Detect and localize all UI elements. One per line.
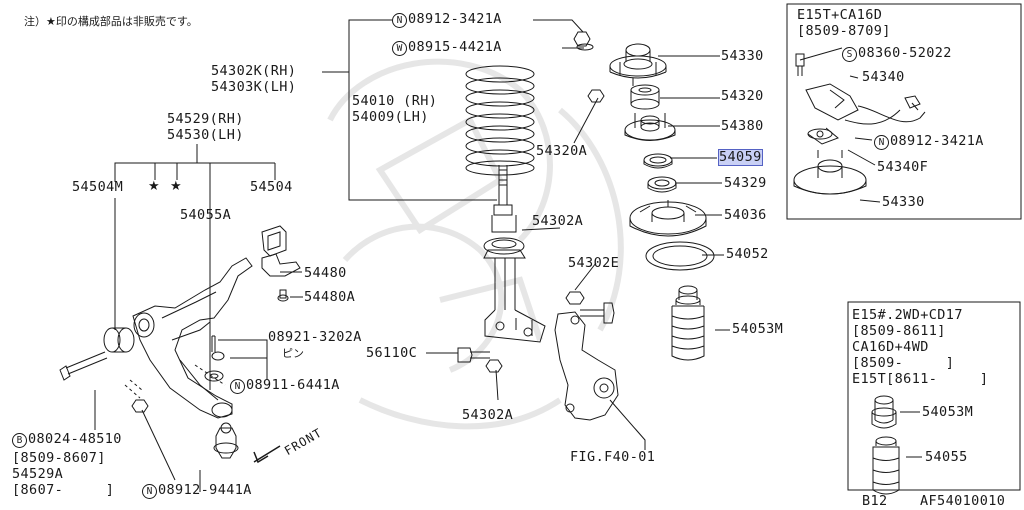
label-54055A: 54055A bbox=[180, 207, 232, 223]
label-pin: ピン bbox=[282, 347, 304, 360]
label-fig-f40-01[interactable]: FIG.F40-01 bbox=[570, 449, 656, 465]
washer-symbol: W bbox=[392, 41, 407, 56]
inset-top-title-1: E15T+CA16D bbox=[797, 7, 883, 23]
nut-symbol: N bbox=[142, 484, 157, 499]
label-54052: 54052 bbox=[726, 246, 769, 262]
nut-symbol: N bbox=[392, 13, 407, 28]
footer-code-right: AF54010010 bbox=[920, 493, 1006, 509]
screw-symbol: S bbox=[842, 47, 857, 62]
inset-bottom-line-4: [8509- ] bbox=[852, 355, 955, 371]
inset-label-54055: 54055 bbox=[925, 449, 968, 465]
label-date-8509-8607: [8509-8607] bbox=[12, 450, 106, 466]
label-54053M: 54053M bbox=[732, 321, 784, 337]
label-54480: 54480 bbox=[304, 265, 347, 281]
label-54480A: 54480A bbox=[304, 289, 356, 305]
label-54302E: 54302E bbox=[568, 255, 620, 271]
label-54329: 54329 bbox=[724, 175, 767, 191]
inset-label-54330: 54330 bbox=[882, 194, 925, 210]
label-54330: 54330 bbox=[721, 48, 764, 64]
label-54036: 54036 bbox=[724, 207, 767, 223]
inset-top-title-2: [8509-8709] bbox=[797, 23, 891, 39]
label-54302A-lower: 54302A bbox=[462, 407, 514, 423]
label-54380: 54380 bbox=[721, 118, 764, 134]
label-54302A-upper: 54302A bbox=[532, 213, 584, 229]
label-54504M: 54504M bbox=[72, 179, 124, 195]
label-54529: 54529(RH) bbox=[167, 111, 244, 127]
inset-bottom-line-3: CA16D+4WD bbox=[852, 339, 929, 355]
front-arrow bbox=[253, 445, 281, 464]
label-54009: 54009(LH) bbox=[352, 109, 429, 125]
label-54504: 54504 bbox=[250, 179, 293, 195]
footer-code-left: B12 bbox=[862, 493, 888, 509]
label-54303K: 54303K(LH) bbox=[211, 79, 297, 95]
inset-box-top bbox=[786, 3, 1022, 220]
star-mark-1: ★ bbox=[148, 179, 160, 194]
label-56110C: 56110C bbox=[366, 345, 418, 361]
inset-label-54053M: 54053M bbox=[922, 404, 974, 420]
star-mark-2: ★ bbox=[170, 179, 182, 194]
label-54320: 54320 bbox=[721, 88, 764, 104]
label-54302K: 54302K(RH) bbox=[211, 63, 297, 79]
nut-symbol: N bbox=[874, 135, 889, 150]
label-date-8607: [8607- ] bbox=[12, 482, 115, 498]
inset-bottom-line-1: E15#.2WD+CD17 bbox=[852, 307, 963, 323]
label-54530: 54530(LH) bbox=[167, 127, 244, 143]
inset-bottom-line-5: E15T[8611- ] bbox=[852, 371, 989, 387]
label-54529A: 54529A bbox=[12, 466, 64, 482]
coil-spring bbox=[465, 65, 535, 176]
bolt-symbol: B bbox=[12, 433, 27, 448]
label-08921-3202A: 08921-3202A bbox=[268, 329, 362, 345]
label-54320A: 54320A bbox=[536, 143, 588, 159]
inset-label-54340F: 54340F bbox=[877, 159, 929, 175]
nut-symbol: N bbox=[230, 379, 245, 394]
label-54059-highlighted[interactable]: 54059 bbox=[718, 149, 763, 166]
inset-bottom-line-2: [8509-8611] bbox=[852, 323, 946, 339]
lower-control-arm bbox=[132, 257, 253, 419]
note-text: 注）★印の構成部品は非販売です。 bbox=[24, 15, 198, 28]
inset-label-54340: 54340 bbox=[862, 69, 905, 85]
inset-box-bottom bbox=[847, 301, 1021, 491]
label-54010: 54010 (RH) bbox=[352, 93, 438, 109]
